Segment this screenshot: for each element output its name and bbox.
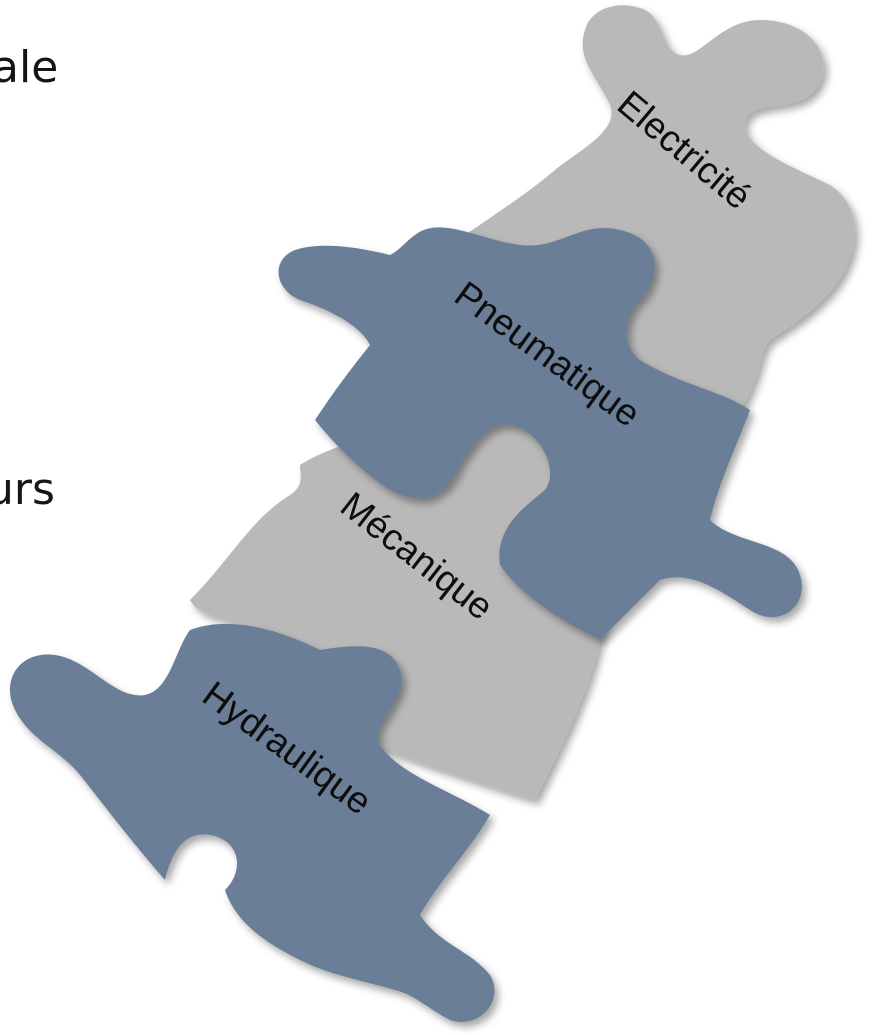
puzzle-diagram: Electricité Mécanique Pneumatique Hydrau… [0,0,874,1035]
